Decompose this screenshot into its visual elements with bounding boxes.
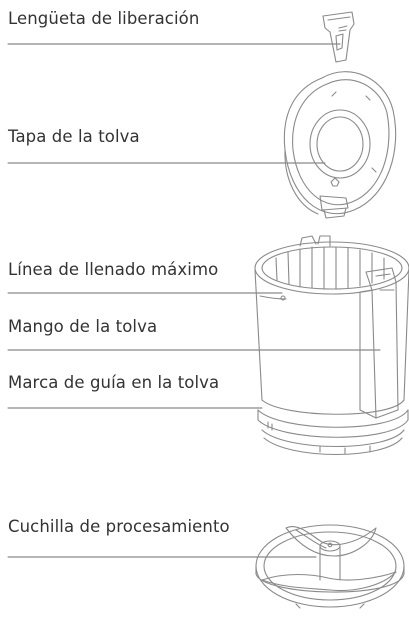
hopper-lid-drawing bbox=[283, 11, 397, 219]
max-fill-line-mark bbox=[259, 295, 287, 300]
lid-outer-rim bbox=[283, 71, 397, 215]
label-release-tab: Lengüeta de liberación bbox=[8, 9, 200, 28]
lid-bottom-latch bbox=[319, 195, 349, 211]
processing-blade-drawing bbox=[255, 524, 405, 609]
hopper-top-rim bbox=[254, 241, 409, 295]
hopper-body-right bbox=[403, 269, 409, 401]
label-hopper-guide-mark: Marca de guía en la tolva bbox=[8, 373, 220, 392]
release-tab-shape bbox=[322, 11, 355, 63]
hopper-drawing bbox=[254, 235, 409, 455]
label-max-fill-line: Línea de llenado máximo bbox=[8, 260, 219, 279]
blade-base-disk bbox=[255, 524, 405, 608]
blade-upper-edge bbox=[285, 526, 377, 557]
label-hopper-lid: Tapa de la tolva bbox=[8, 127, 140, 146]
hopper-body-left bbox=[254, 269, 263, 401]
label-hopper-handle: Mango de la tolva bbox=[8, 317, 158, 336]
hopper-base-band bbox=[257, 409, 409, 428]
label-processing-blade: Cuchilla de procesamiento bbox=[8, 517, 230, 536]
lid-center-opening bbox=[309, 109, 371, 179]
guide-mark bbox=[267, 421, 273, 431]
